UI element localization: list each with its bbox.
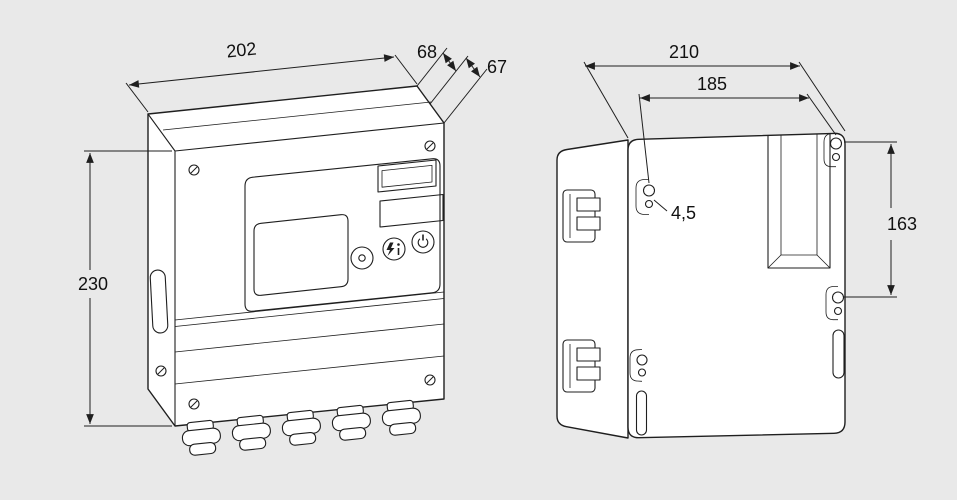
screw xyxy=(424,374,436,386)
dim-depth-rear: 68 xyxy=(416,42,469,105)
rear-view: 210 185 4,5 163 xyxy=(556,42,917,439)
front-view: 230 202 68 67 xyxy=(78,39,507,456)
dim-hole-diameter-label: 4,5 xyxy=(671,203,696,223)
dim-depth-front-label: 67 xyxy=(487,57,507,77)
housing-screws xyxy=(155,140,436,410)
dim-depth-front: 67 xyxy=(443,57,507,124)
cable-gland xyxy=(281,409,321,446)
dim-width-label: 202 xyxy=(225,39,257,62)
mounting-hook-bottom-left xyxy=(629,349,648,382)
cable-gland xyxy=(381,399,421,436)
side-label-slot xyxy=(149,269,169,334)
dim-hole-spacing-x: 185 xyxy=(638,74,837,184)
dim-depth-rear-label: 68 xyxy=(417,42,437,62)
screw xyxy=(188,398,200,410)
info-button xyxy=(382,237,406,261)
cable-slot-bottom-right xyxy=(832,329,845,379)
dim-overall-width: 210 xyxy=(583,42,846,139)
cable-gland xyxy=(331,404,371,441)
housing-outline xyxy=(147,85,445,427)
dot-icon xyxy=(358,254,366,262)
dim-overall-width-label: 210 xyxy=(669,42,699,62)
hinge-clip-bottom xyxy=(562,339,601,393)
back-face xyxy=(627,132,846,439)
reset-button xyxy=(350,246,374,270)
mounting-hole-bottom-right xyxy=(825,286,845,321)
dim-height: 230 xyxy=(78,150,172,427)
hinge-clip-top xyxy=(562,189,601,243)
housing-front-edges xyxy=(147,113,445,427)
dim-height-label: 230 xyxy=(78,274,108,294)
power-icon xyxy=(417,238,429,248)
dim-hole-diameter: 4,5 xyxy=(653,199,696,223)
screw xyxy=(155,365,167,377)
dim-hole-spacing-x-label: 185 xyxy=(697,74,727,94)
dim-hole-spacing-y-label: 163 xyxy=(887,214,917,234)
dim-hole-spacing-y: 163 xyxy=(844,141,917,298)
side-face xyxy=(556,139,629,439)
screw xyxy=(188,164,200,176)
power-button xyxy=(411,230,435,254)
cable-slot-bottom-left xyxy=(635,390,648,436)
mounting-channel xyxy=(767,133,831,269)
display-window xyxy=(253,214,349,296)
housing-part-lines xyxy=(174,291,445,385)
mounting-hole-top-left xyxy=(635,179,656,215)
cable-glands xyxy=(181,399,421,456)
control-panel xyxy=(244,158,441,312)
lightning-info-icon xyxy=(386,242,395,256)
cable-gland xyxy=(231,414,271,451)
cable-gland xyxy=(181,419,221,456)
mounting-hole-top-right xyxy=(823,132,843,168)
dim-width: 202 xyxy=(125,39,418,113)
status-display xyxy=(377,159,437,193)
top-face-contour xyxy=(162,101,432,131)
type-label-plate xyxy=(379,193,444,228)
screw xyxy=(424,140,436,152)
